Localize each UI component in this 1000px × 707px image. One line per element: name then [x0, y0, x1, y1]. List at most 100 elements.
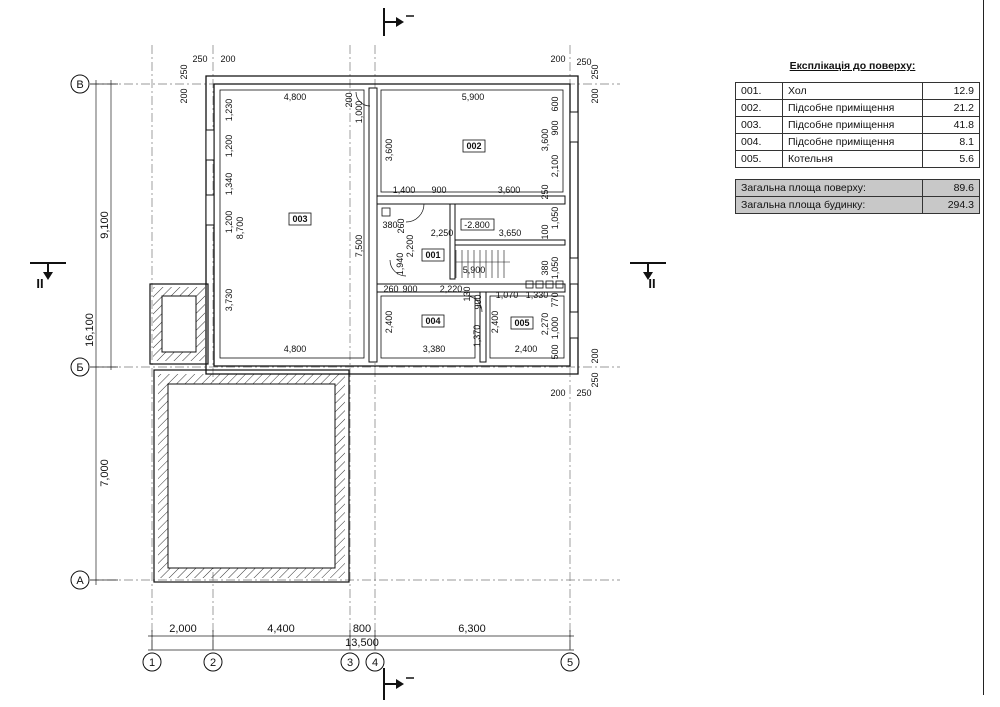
table-row: 003. Підсобне приміщення 41.8 — [735, 116, 980, 134]
svg-text:3,730: 3,730 — [224, 289, 234, 312]
svg-text:1: 1 — [149, 657, 155, 669]
total-house-area-row: Загальна площа будинку: 294.3 — [735, 196, 980, 214]
svg-text:200: 200 — [550, 54, 565, 64]
axis-bubble-4: 4 — [365, 652, 385, 672]
table-row: 005. Котельня 5.6 — [735, 150, 980, 168]
svg-text:250: 250 — [590, 372, 600, 387]
svg-text:2: 2 — [210, 657, 216, 669]
svg-text:2,400: 2,400 — [384, 311, 394, 334]
svg-text:II: II — [36, 276, 43, 291]
room-schedule: Експлікація до поверху: 001. Хол 12.9 00… — [735, 60, 980, 214]
dim-bottom-800: 800 — [353, 623, 371, 635]
building-walls — [205, 75, 579, 375]
axis-bubble-3: 3 — [340, 652, 360, 672]
svg-text:4,800: 4,800 — [284, 344, 307, 354]
room-tag-004: 004 — [421, 314, 445, 328]
bottom-dimension-chain — [148, 630, 574, 651]
svg-text:2,100: 2,100 — [550, 155, 560, 178]
dim-left-total: 16,100 — [84, 313, 96, 347]
svg-text:500: 500 — [550, 344, 560, 359]
svg-text:900: 900 — [431, 185, 446, 195]
svg-text:250: 250 — [179, 64, 189, 79]
table-row: 002. Підсобне приміщення 21.2 — [735, 99, 980, 117]
left-dimension-chain — [90, 80, 118, 585]
svg-text:380: 380 — [540, 260, 550, 275]
svg-text:250: 250 — [590, 64, 600, 79]
dim-left-7000: 7,000 — [99, 459, 111, 487]
svg-text:100: 100 — [540, 224, 550, 239]
porch-small — [149, 283, 209, 365]
svg-text:1,230: 1,230 — [224, 99, 234, 122]
svg-text:3: 3 — [347, 657, 353, 669]
svg-text:900: 900 — [473, 294, 483, 309]
svg-text:200: 200 — [590, 88, 600, 103]
svg-text:004: 004 — [425, 316, 440, 326]
svg-text:260: 260 — [396, 218, 406, 233]
dim-left-9100: 9,100 — [99, 211, 111, 239]
svg-text:200: 200 — [590, 348, 600, 363]
svg-text:250: 250 — [540, 184, 550, 199]
svg-text:1,200: 1,200 — [224, 135, 234, 158]
svg-text:3,380: 3,380 — [423, 344, 446, 354]
svg-text:250: 250 — [576, 57, 591, 67]
axis-bubble-a: А — [70, 570, 90, 590]
room-tag-003: 003 — [288, 212, 312, 226]
axis-bubble-5: 5 — [560, 652, 580, 672]
room-tag-001: 001 — [421, 248, 445, 262]
svg-text:1,070: 1,070 — [496, 290, 519, 300]
svg-text:2,400: 2,400 — [490, 311, 500, 334]
table-row: 004. Підсобне приміщення 8.1 — [735, 133, 980, 151]
axis-bubble-v: В — [70, 74, 90, 94]
svg-text:250: 250 — [192, 54, 207, 64]
svg-text:003: 003 — [292, 214, 307, 224]
dim-bottom-6300: 6,300 — [458, 623, 486, 635]
room-schedule-title: Експлікація до поверху: — [789, 60, 916, 72]
terrace-large — [153, 369, 350, 583]
room-tag-005: 005 — [510, 316, 534, 330]
svg-text:1,370: 1,370 — [472, 325, 482, 348]
svg-text:1,940: 1,940 — [395, 253, 405, 276]
svg-text:4: 4 — [372, 657, 378, 669]
svg-text:Б: Б — [76, 362, 83, 374]
section-marker-bottom — [383, 668, 414, 700]
room-schedule-table: 001. Хол 12.9 002. Підсобне приміщення 2… — [735, 82, 980, 168]
svg-text:380: 380 — [382, 220, 397, 230]
svg-text:1,330: 1,330 — [526, 290, 549, 300]
svg-text:005: 005 — [514, 318, 529, 328]
svg-text:В: В — [76, 79, 83, 91]
dim-bottom-total: 13,500 — [345, 637, 379, 649]
svg-text:3,600: 3,600 — [540, 129, 550, 152]
svg-text:250: 250 — [576, 388, 591, 398]
svg-text:А: А — [76, 575, 84, 587]
interior-dimensions: 4,800 5,900 4,800 1,400 900 3,600 3,650 … — [192, 54, 591, 398]
svg-text:2,270: 2,270 — [540, 313, 550, 336]
axis-bubble-b: Б — [70, 357, 90, 377]
section-marker-top — [383, 8, 414, 36]
svg-text:200: 200 — [344, 92, 354, 107]
svg-text:1,050: 1,050 — [550, 207, 560, 230]
svg-text:001: 001 — [425, 250, 440, 260]
svg-text:II: II — [648, 276, 655, 291]
section-marker-left: II — [30, 262, 66, 291]
svg-text:2,220: 2,220 — [440, 284, 463, 294]
svg-text:900: 900 — [550, 120, 560, 135]
svg-text:8,700: 8,700 — [235, 217, 245, 240]
svg-text:5,900: 5,900 — [462, 92, 485, 102]
svg-text:2,200: 2,200 — [405, 235, 415, 258]
svg-text:130: 130 — [462, 286, 472, 301]
svg-text:3,600: 3,600 — [384, 139, 394, 162]
svg-text:1,000: 1,000 — [354, 101, 364, 124]
svg-text:3,600: 3,600 — [498, 185, 521, 195]
svg-text:1,400: 1,400 — [393, 185, 416, 195]
svg-text:260: 260 — [383, 284, 398, 294]
svg-text:7,500: 7,500 — [354, 235, 364, 258]
svg-text:200: 200 — [179, 88, 189, 103]
svg-text:3,650: 3,650 — [499, 228, 522, 238]
interior-dimensions-vertical: 1,230 1,200 1,340 1,200 8,700 3,730 7,50… — [179, 64, 600, 387]
svg-text:-2.800: -2.800 — [464, 220, 490, 230]
svg-text:200: 200 — [550, 388, 565, 398]
section-marker-right: II — [630, 262, 666, 291]
level-mark: -2.800 — [460, 218, 495, 231]
svg-text:770: 770 — [550, 292, 560, 307]
